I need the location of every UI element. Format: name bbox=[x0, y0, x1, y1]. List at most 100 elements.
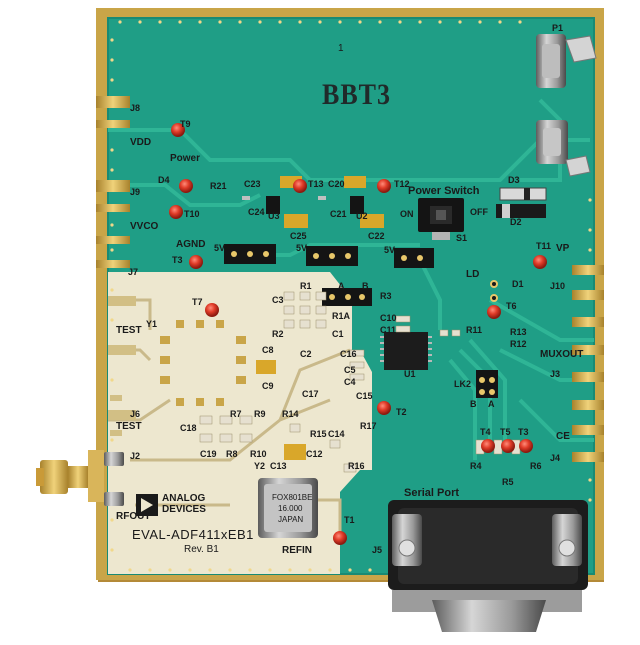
label-d4: D4 bbox=[158, 175, 170, 185]
diodes-d2-d3 bbox=[496, 187, 547, 218]
label-rfout: RFOUT bbox=[116, 511, 151, 522]
label-power-switch: Power Switch bbox=[408, 185, 480, 197]
tantalum-c12 bbox=[284, 444, 306, 460]
board-revision: Rev. B1 bbox=[184, 544, 219, 555]
label-lk2-b: B bbox=[470, 399, 477, 409]
label-muxout: MUXOUT bbox=[540, 349, 584, 360]
label-test-1: TEST bbox=[116, 325, 142, 336]
power-jack-p1 bbox=[536, 34, 597, 177]
crystal-y2 bbox=[258, 478, 318, 538]
label-c11: C11 bbox=[380, 325, 397, 335]
label-r12: R12 bbox=[510, 339, 527, 349]
label-c9: C9 bbox=[262, 381, 274, 391]
crystal-mark-1: FOX801BE bbox=[272, 493, 313, 502]
label-r8: R8 bbox=[226, 449, 238, 459]
label-c13: C13 bbox=[270, 461, 287, 471]
label-r21: R21 bbox=[210, 181, 227, 191]
label-ce: CE bbox=[556, 431, 570, 442]
label-j7: J7 bbox=[128, 267, 139, 277]
label-r5: R5 bbox=[502, 477, 514, 487]
label-on: ON bbox=[400, 209, 414, 219]
board-name: EVAL-ADF411xEB1 bbox=[132, 527, 254, 542]
tantalum-c9 bbox=[256, 360, 276, 374]
label-c8: C8 bbox=[262, 345, 274, 355]
label-vp: VP bbox=[556, 243, 570, 254]
label-c14: C14 bbox=[328, 429, 345, 439]
label-t12: T12 bbox=[394, 179, 410, 189]
label-r17: R17 bbox=[360, 421, 377, 431]
label-off: OFF bbox=[470, 207, 488, 217]
label-j4: J4 bbox=[550, 453, 561, 463]
label-t9: T9 bbox=[180, 119, 191, 129]
ld-pads bbox=[490, 280, 498, 302]
label-c3: C3 bbox=[272, 295, 284, 305]
passives bbox=[199, 291, 521, 473]
label-c4: C4 bbox=[344, 377, 356, 387]
serial-port-connector bbox=[388, 500, 588, 632]
label-r1a: R1A bbox=[332, 311, 351, 321]
label-u2: U2 bbox=[356, 211, 368, 221]
label-p1: P1 bbox=[552, 23, 564, 33]
label-u1: U1 bbox=[404, 369, 416, 379]
label-c21: C21 bbox=[330, 209, 347, 219]
label-y1: Y1 bbox=[146, 319, 158, 329]
analog-devices-logo bbox=[136, 494, 158, 516]
label-r10: R10 bbox=[250, 449, 267, 459]
label-r3: R3 bbox=[380, 291, 392, 301]
label-j5: J5 bbox=[372, 545, 383, 555]
label-t10: T10 bbox=[184, 209, 200, 219]
label-vvco: VVCO bbox=[130, 221, 159, 232]
label-c24: C24 bbox=[248, 207, 265, 217]
label-r16: R16 bbox=[348, 461, 365, 471]
border-vias bbox=[110, 20, 592, 572]
label-c16: C16 bbox=[340, 349, 357, 359]
rf-pads bbox=[160, 320, 246, 406]
power-switch-s1 bbox=[418, 198, 464, 240]
label-c10: C10 bbox=[380, 313, 397, 323]
label-c18: C18 bbox=[180, 423, 197, 433]
label-power: Power bbox=[170, 153, 201, 164]
label-r14: R14 bbox=[282, 409, 299, 419]
label-s1: S1 bbox=[456, 233, 468, 243]
label-j10: J10 bbox=[550, 281, 566, 291]
label-ld: LD bbox=[466, 269, 480, 280]
edge-pads-left bbox=[96, 96, 130, 268]
label-c25: C25 bbox=[290, 231, 307, 241]
label-lk2: LK2 bbox=[454, 379, 472, 389]
label-agnd: AGND bbox=[176, 239, 206, 250]
label-t5: T5 bbox=[500, 427, 511, 437]
regulators bbox=[242, 176, 384, 228]
label-j9: J9 bbox=[130, 187, 141, 197]
label-5v-c: 5V bbox=[384, 245, 396, 255]
label-c19: C19 bbox=[200, 449, 217, 459]
label-c23: C23 bbox=[244, 179, 261, 189]
top-mark: 1 bbox=[338, 43, 344, 54]
brand-line-1: ANALOG bbox=[162, 493, 206, 504]
label-c22: C22 bbox=[368, 231, 385, 241]
label-r2: R2 bbox=[272, 329, 284, 339]
label-refin: REFIN bbox=[282, 545, 312, 556]
label-t1: T1 bbox=[344, 515, 355, 525]
test-points bbox=[169, 123, 547, 545]
label-y2: Y2 bbox=[254, 461, 266, 471]
label-r4: R4 bbox=[470, 461, 482, 471]
label-vdd: VDD bbox=[130, 137, 152, 148]
label-j6: J6 bbox=[130, 409, 141, 419]
label-d1: D1 bbox=[512, 279, 524, 289]
label-5v-b: 5V bbox=[296, 243, 308, 253]
label-t7: T7 bbox=[192, 297, 203, 307]
label-c15: C15 bbox=[356, 391, 373, 401]
label-t3b: T3 bbox=[518, 427, 529, 437]
label-serial-port: Serial Port bbox=[404, 487, 460, 499]
label-r11: R11 bbox=[466, 325, 483, 335]
label-t2: T2 bbox=[396, 407, 407, 417]
label-j2: J2 bbox=[130, 451, 141, 461]
label-t11: T11 bbox=[536, 241, 552, 251]
label-t13: T13 bbox=[308, 179, 324, 189]
label-c12: C12 bbox=[306, 449, 323, 459]
label-u3: U3 bbox=[268, 211, 280, 221]
label-c2: C2 bbox=[300, 349, 312, 359]
label-r7: R7 bbox=[230, 409, 242, 419]
